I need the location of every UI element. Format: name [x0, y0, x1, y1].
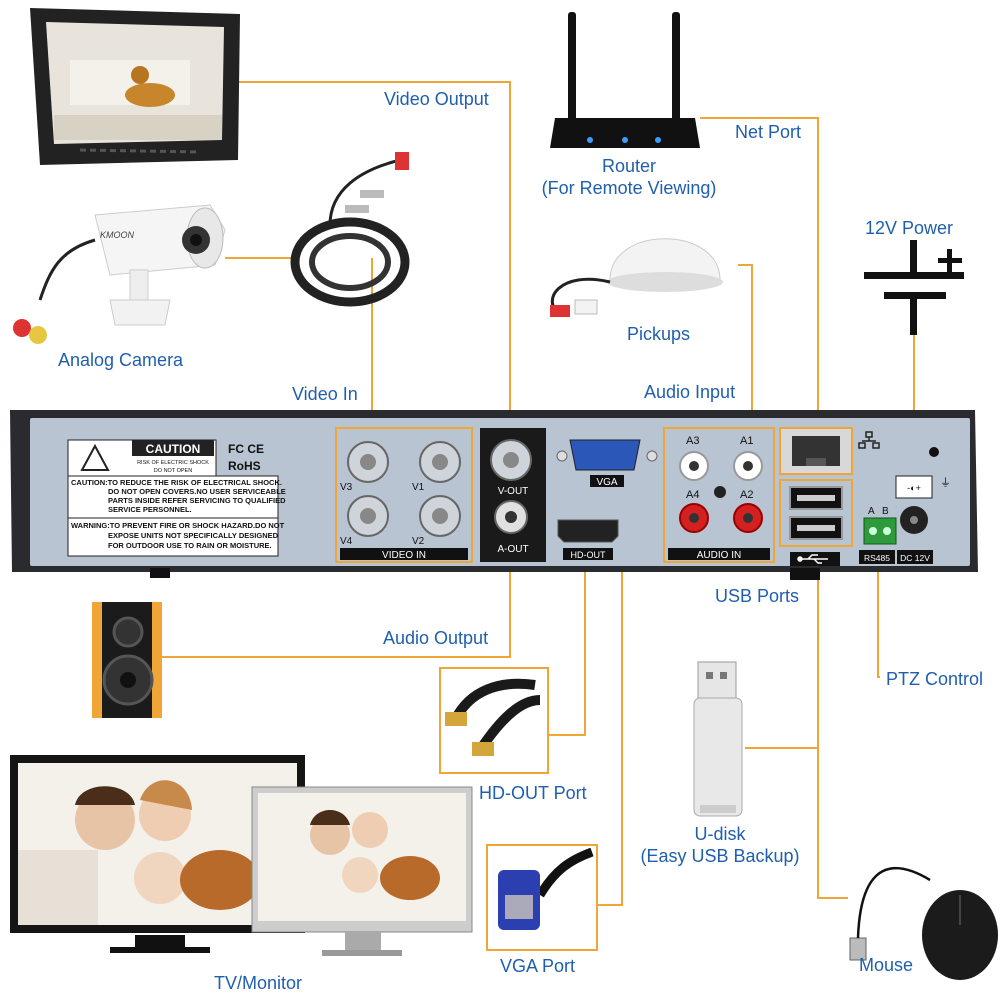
video-output-label: Video Output — [384, 89, 489, 109]
router-label: Router — [601, 156, 657, 176]
rohs-mark: RoHS — [228, 459, 261, 473]
warning-line-1: WARNING:TO PREVENT FIRE OR SHOCK HAZARD.… — [71, 521, 285, 530]
hdout-panel-port: HD-OUT — [557, 519, 619, 560]
v4-label: V4 — [340, 536, 353, 547]
rs485-terminal: A B RS485 — [859, 506, 897, 564]
ptz-control-label: PTZ Control — [886, 669, 984, 689]
v-out-label: V-OUT — [498, 486, 529, 497]
video-in-label: Video In — [292, 384, 358, 404]
network-icon — [858, 431, 880, 449]
small-monitor-image — [30, 8, 240, 165]
a3-label: A3 — [686, 435, 699, 447]
audio-output-line — [162, 530, 511, 658]
audio-input-label: Audio Input — [644, 382, 736, 402]
tv-monitor-image — [10, 755, 473, 956]
power-symbol — [864, 240, 964, 335]
v1-label: V1 — [412, 482, 425, 493]
tv-monitor-label: TV/Monitor — [214, 973, 303, 993]
rs485-b-label: B — [882, 506, 889, 517]
usb-panel-ports — [779, 479, 853, 566]
vout-aout-connectors: V-OUT A-OUT — [480, 428, 546, 562]
ground-icon: ⏚ — [940, 476, 951, 489]
vga-port-label: VGA Port — [500, 956, 576, 976]
usb-line — [817, 530, 848, 899]
rs485-a-label: A — [868, 506, 875, 517]
vga-panel-port: VGA — [556, 439, 658, 488]
video-in-connectors: V3 V1 V4 V2 VIDEO IN — [335, 427, 473, 563]
audio-input-line — [738, 264, 753, 428]
camera-brand-text: KMOON — [100, 230, 135, 240]
caution-line-1: CAUTION:TO REDUCE THE RISK OF ELECTRICAL… — [71, 478, 282, 487]
svg-text:-◐+: -◐+ — [907, 483, 921, 493]
a1-label: A1 — [740, 435, 753, 447]
udisk-sub-label: (Easy USB Backup) — [640, 846, 800, 866]
ptz-line — [877, 540, 880, 678]
pickups-label: Pickups — [627, 324, 691, 344]
caution-line-2: DO NOT OPEN COVERS.NO USER SERVICEABLE — [108, 487, 286, 496]
hdmi-cable-image — [439, 667, 549, 774]
video-in-plate: VIDEO IN — [382, 550, 426, 561]
router-image — [550, 12, 700, 148]
v2-label: V2 — [412, 536, 425, 547]
warning-line-3: FOR OUTDOOR USE TO RAIN OR MOISTURE. — [108, 541, 272, 550]
udisk-image — [693, 661, 743, 817]
usb-icon — [797, 554, 828, 564]
vga-plate: VGA — [596, 477, 617, 488]
vga-line — [597, 470, 623, 906]
a2-label: A2 — [740, 489, 753, 501]
hd-out-plate: HD-OUT — [571, 550, 606, 560]
analog-camera-label: Analog Camera — [58, 350, 184, 370]
coax-cable-image — [290, 152, 410, 307]
a4-label: A4 — [686, 489, 699, 501]
audio-in-connectors: A3 A1 A4 A2 AUDIO IN — [663, 427, 775, 563]
vga-cable-image — [486, 844, 598, 951]
router-sub-label: (For Remote Viewing) — [541, 178, 717, 198]
hdout-line — [548, 565, 586, 736]
analog-camera-image: KMOON — [13, 204, 226, 344]
udisk-label: U-disk — [694, 824, 746, 844]
mouse-image — [849, 867, 998, 980]
rs485-plate: RS485 — [864, 553, 890, 563]
hdout-port-label: HD-OUT Port — [479, 783, 587, 803]
dc12v-plate: DC 12V — [900, 553, 930, 563]
fc-ce-mark: FC CE — [228, 442, 264, 456]
usb-ports-label: USB Ports — [715, 586, 800, 606]
v3-label: V3 — [340, 482, 353, 493]
dvr-rear-panel: CAUTION RISK OF ELECTRIC SHOCK DO NOT OP… — [10, 410, 978, 580]
dc-power-jack: -◐+ DC 12V ⏚ — [895, 447, 951, 564]
a-out-label: A-OUT — [497, 544, 528, 555]
pickup-mic-image — [550, 238, 723, 317]
caution-line-4: SERVICE PERSONNEL. — [108, 505, 192, 514]
caution-title: CAUTION — [146, 442, 201, 456]
caution-label: CAUTION RISK OF ELECTRIC SHOCK DO NOT OP… — [67, 439, 286, 557]
net-port-label: Net Port — [735, 122, 802, 142]
power-12v-label: 12V Power — [865, 218, 954, 238]
caution-sub2: DO NOT OPEN — [154, 468, 192, 474]
audio-output-label: Audio Output — [383, 628, 489, 648]
lan-port — [779, 427, 880, 475]
video-output-line — [238, 81, 511, 428]
speaker-image — [92, 602, 162, 718]
caution-line-3: PARTS INSIDE REFER SERVICING TO QUALIFIE… — [108, 496, 286, 505]
mouse-label: Mouse — [859, 955, 914, 975]
warning-line-2: EXPOSE UNITS NOT SPECIFICALLY DESIGNED — [108, 531, 279, 540]
caution-sub1: RISK OF ELECTRIC SHOCK — [137, 460, 209, 466]
net-port-line — [700, 117, 819, 428]
audio-in-plate: AUDIO IN — [697, 550, 741, 561]
